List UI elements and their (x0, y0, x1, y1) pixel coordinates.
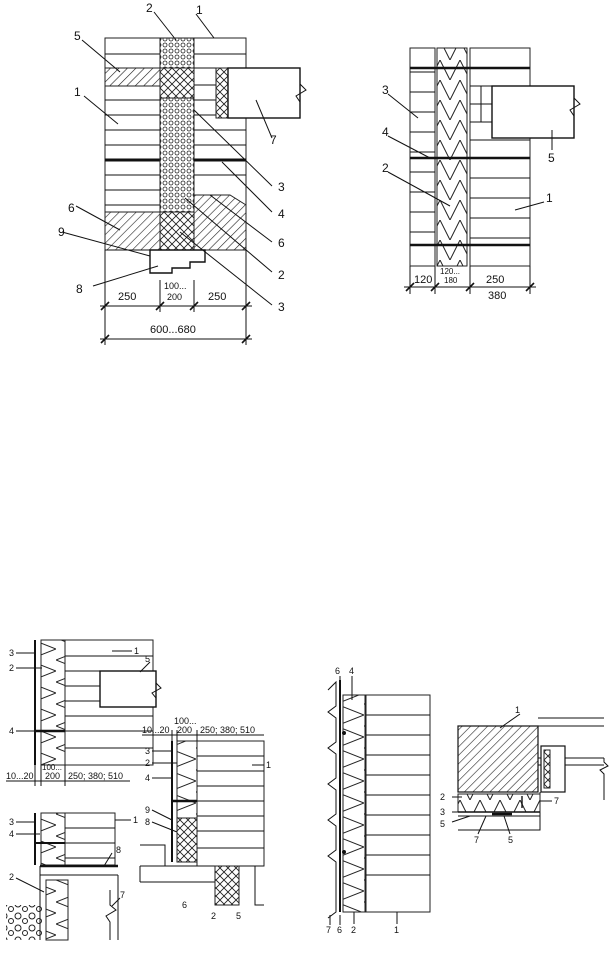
fig1-callout-2: 2 (146, 1, 153, 15)
fig4-dim-a: 10...20 (142, 725, 170, 735)
fig1-callout-9: 9 (58, 225, 65, 239)
fig1-leaders (61, 11, 273, 306)
fig5-callout-1: 1 (133, 815, 138, 825)
fig3-callout-2: 2 (9, 663, 14, 673)
fig5-rubble-fill (6, 905, 42, 940)
fig4-dim-d: 250; 380; 510 (200, 725, 255, 735)
fig2-dim-gap-b: 180 (444, 276, 458, 285)
figure-1-wall-section: 250 100... 200 250 600...680 2 1 5 1 (58, 1, 307, 345)
fig1-dim-center-a: 100... (164, 281, 187, 291)
figure-6-siding-section: 6 4 7 6 2 1 (326, 666, 431, 935)
fig1-callout-7: 7 (270, 133, 277, 147)
fig7-insulation (457, 793, 541, 813)
fig7-callout-3: 3 (440, 807, 445, 817)
fig1-left-brick-column (104, 37, 161, 251)
fig7-callout-7-bottom: 7 (474, 835, 479, 845)
fig6-callout-7: 7 (326, 925, 331, 935)
fig3-callout-3: 3 (9, 648, 14, 658)
fig2-dim-gap-a: 120... (440, 267, 460, 276)
fig5-brick (64, 812, 116, 866)
fig2-inner-brick (410, 47, 531, 267)
fig3-callout-1: 1 (134, 646, 139, 656)
fig4-callout-8: 8 (145, 817, 150, 827)
fig4-callout-1: 1 (266, 760, 271, 770)
fig1-callout-4: 4 (278, 207, 285, 221)
fig4-callout-4: 4 (145, 773, 150, 783)
fig2-callout-5: 5 (548, 151, 555, 165)
fig4-foundation (139, 844, 264, 906)
figure-3-wall-section: 10...20 100... 200 250; 380; 510 3 2 1 5… (6, 639, 162, 786)
fig1-callout-2-low: 2 (278, 268, 285, 282)
fig1-dimensions: 250 100... 200 250 600...680 (100, 250, 252, 345)
fig6-callout-1: 1 (394, 925, 399, 935)
figure-5-plinth-section: 3 4 1 8 2 7 (6, 812, 138, 941)
fig5-callout-2: 2 (9, 872, 14, 882)
fig1-callout-3-mid: 3 (278, 180, 285, 194)
fig1-callout-1-left: 1 (74, 85, 81, 99)
fig2-callout-3: 3 (382, 83, 389, 97)
fig7-callout-1: 1 (515, 705, 520, 715)
fig4-dim-c: 200 (177, 725, 192, 735)
figure-4-wall-section: 10...20 100... 200 250; 380; 510 3 2 4 1… (139, 716, 271, 921)
fig7-callout-7-right: 7 (554, 796, 559, 806)
fig1-dim-total: 600...680 (150, 324, 196, 336)
fig3-dim-c: 200 (45, 771, 60, 781)
fig1-insulation-core (159, 37, 195, 251)
fig1-floor-slab (227, 67, 307, 119)
fig4-callout-2: 2 (145, 758, 150, 768)
fig6-brick (365, 694, 431, 913)
fig4-callout-3: 3 (145, 746, 150, 756)
fig5-callout-7: 7 (120, 890, 125, 900)
fig1-callout-5: 5 (74, 29, 81, 43)
fig5-callout-3: 3 (9, 817, 14, 827)
fig6-callout-2: 2 (351, 925, 356, 935)
fig3-dim-b: 100... (42, 763, 62, 772)
fig6-callout-6-bottom: 6 (337, 925, 342, 935)
fig3-floor-slab (99, 670, 157, 708)
fig1-dim-center-b: 200 (167, 292, 182, 302)
fig1-lintel (105, 249, 206, 274)
fig7-callout-5-left: 5 (440, 819, 445, 829)
fig2-callout-1: 1 (546, 191, 553, 205)
fig2-dim-inner-b: 380 (488, 290, 506, 302)
fig7-callout-2: 2 (440, 792, 445, 802)
fig4-dim-b: 100... (174, 716, 197, 726)
fig4-bottom-6: 6 (182, 900, 187, 910)
fig6-siding (327, 680, 337, 919)
fig1-callout-3-low: 3 (278, 300, 285, 314)
fig3-dimensions: 10...20 100... 200 250; 380; 510 (6, 763, 130, 786)
fig5-callout-8: 8 (116, 845, 121, 855)
fig4-bottom-5: 5 (236, 911, 241, 921)
fig2-dimensions: 120 120... 180 250 380 (404, 266, 536, 302)
fig4-callout-9: 9 (145, 805, 150, 815)
fig5-callout-4: 4 (9, 829, 14, 839)
fig2-callout-2: 2 (382, 161, 389, 175)
fig6-callout-6-top: 6 (335, 666, 340, 676)
fig6-callout-4: 4 (349, 666, 354, 676)
fig3-dim-a: 10...20 (6, 771, 34, 781)
fig7-column (457, 725, 539, 793)
fig1-dim-right: 250 (208, 291, 226, 303)
fig3-callout-4: 4 (9, 726, 14, 736)
fig7-callout-5-bottom: 5 (508, 835, 513, 845)
fig1-callout-6-right: 6 (278, 236, 285, 250)
fig4-brick (196, 740, 265, 867)
fig4-bottom-2: 2 (211, 911, 216, 921)
fig4-dimensions: 10...20 100... 200 250; 380; 510 (142, 716, 264, 741)
fig1-dim-left: 250 (118, 291, 136, 303)
fig3-dim-d: 250; 380; 510 (68, 771, 123, 781)
fig2-dim-outer: 120 (414, 274, 432, 286)
figure-7-plan-detail: 1 2 3 5 7 7 5 (440, 705, 609, 845)
fig3-callout-5: 5 (145, 654, 150, 664)
fig2-floor-slab (491, 85, 581, 139)
fig1-callout-8: 8 (76, 282, 83, 296)
fig2-callout-4: 4 (382, 125, 389, 139)
fig1-callout-1-top: 1 (196, 3, 203, 17)
figure-2-wall-section: 120 120... 180 250 380 3 4 2 1 5 (382, 47, 581, 302)
fig1-callout-6-left: 6 (68, 201, 75, 215)
fig2-dim-inner-a: 250 (486, 274, 504, 286)
